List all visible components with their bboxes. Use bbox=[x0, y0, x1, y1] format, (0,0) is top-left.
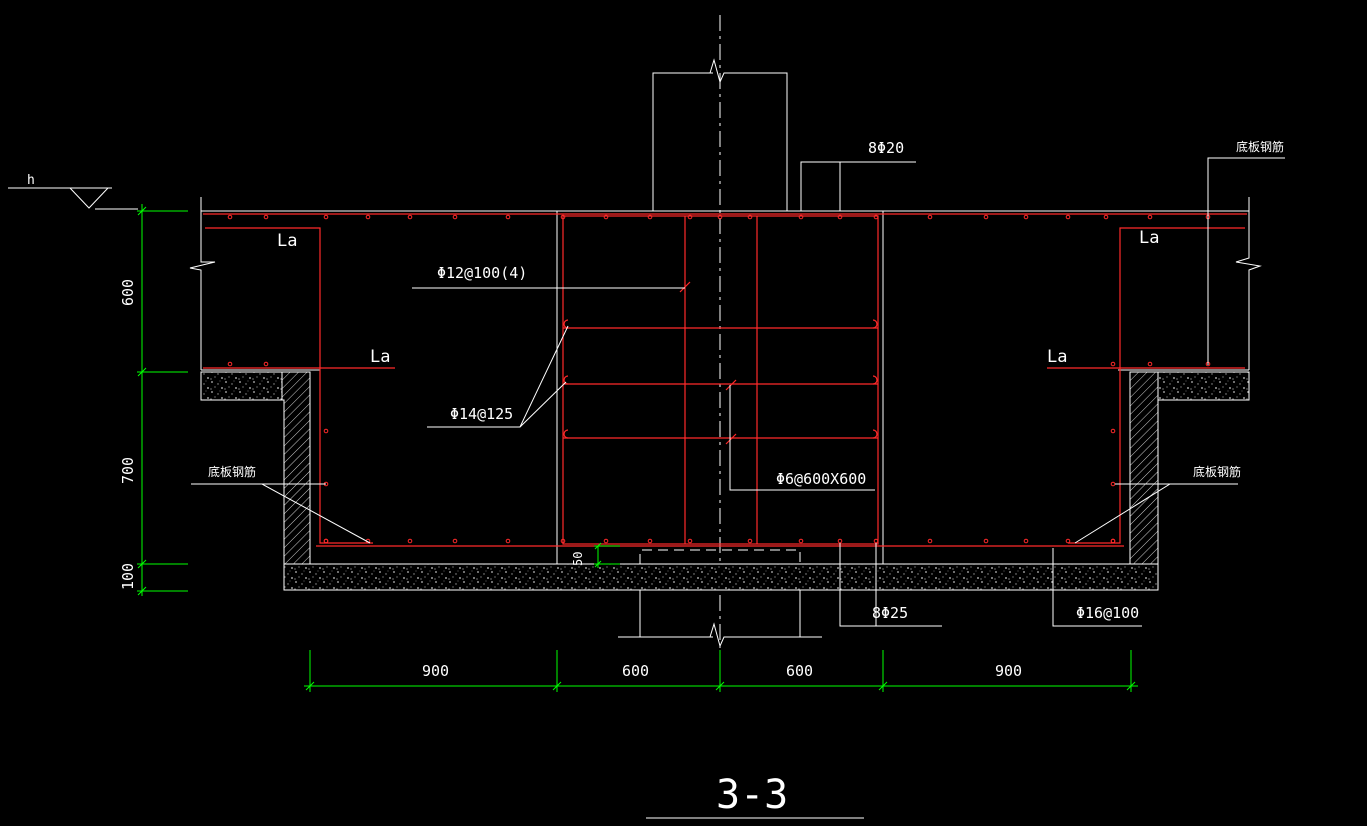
rebar-dot bbox=[1065, 538, 1071, 544]
rebar-dot bbox=[687, 214, 693, 220]
cover-dim-label: 50 bbox=[571, 552, 585, 566]
rebar-dot bbox=[1023, 538, 1029, 544]
rebar-dot bbox=[983, 214, 989, 220]
rebar-dot bbox=[227, 361, 233, 367]
rebar-dot bbox=[747, 214, 753, 220]
rebar-dot bbox=[837, 538, 843, 544]
rebar-dot bbox=[927, 538, 933, 544]
rebar bbox=[203, 213, 1247, 547]
slab-rebar-label-top-right: 底板钢筋 bbox=[1236, 139, 1284, 154]
dim-horizontal-600-right: 600 bbox=[786, 662, 813, 680]
rebar-dot bbox=[1147, 214, 1153, 220]
rebar-dot bbox=[505, 214, 511, 220]
rebar-dot bbox=[1103, 214, 1109, 220]
rebar-dot bbox=[452, 214, 458, 220]
rebar-dot bbox=[798, 538, 804, 544]
tie-bars-label: Φ6@600X600 bbox=[776, 470, 866, 488]
rebar-dot bbox=[747, 538, 753, 544]
dim-horizontal-900-left: 900 bbox=[422, 662, 449, 680]
rebar-dot bbox=[1023, 214, 1029, 220]
rebar-dot bbox=[323, 214, 329, 220]
rebar-dot bbox=[263, 214, 269, 220]
rebar-dot bbox=[717, 214, 723, 220]
rebar-dot bbox=[1110, 428, 1116, 434]
rebar-dot bbox=[560, 214, 566, 220]
gravel-bedding bbox=[200, 371, 1250, 591]
leader-lines bbox=[8, 157, 1285, 819]
rebar-dots bbox=[227, 214, 1211, 544]
dim-horizontal-900-right: 900 bbox=[995, 662, 1022, 680]
rebar-dot bbox=[407, 214, 413, 220]
la-label-mid-left: La bbox=[370, 347, 390, 367]
rebar-dot bbox=[323, 538, 329, 544]
rebar-dot bbox=[365, 214, 371, 220]
rebar-dot bbox=[323, 428, 329, 434]
rebar-dot bbox=[1110, 481, 1116, 487]
bottom-slab-bars-label: Φ16@100 bbox=[1076, 604, 1139, 622]
rebar-dot bbox=[603, 214, 609, 220]
dim-vertical-100: 100 bbox=[119, 563, 137, 590]
rebar-dot bbox=[407, 538, 413, 544]
rebar-dot bbox=[603, 538, 609, 544]
rebar-dot bbox=[647, 538, 653, 544]
top-bars-label: 8Φ20 bbox=[868, 139, 904, 157]
rebar-dot bbox=[1147, 361, 1153, 367]
la-label-top-left: La bbox=[277, 231, 297, 251]
water-level-label: h bbox=[27, 173, 35, 188]
dimension-lines bbox=[137, 204, 1138, 692]
la-label-top-right: La bbox=[1139, 228, 1159, 248]
rebar-dot bbox=[227, 214, 233, 220]
dim-vertical-700: 700 bbox=[119, 457, 137, 484]
hatched-walls bbox=[281, 371, 1159, 565]
dim-vertical-600: 600 bbox=[119, 279, 137, 306]
section-title: 3-3 bbox=[716, 772, 788, 818]
rebar-dot bbox=[263, 361, 269, 367]
rebar-dot bbox=[452, 538, 458, 544]
side-bars-label: Φ14@125 bbox=[450, 405, 513, 423]
rebar-dot bbox=[647, 214, 653, 220]
rebar-dot bbox=[927, 214, 933, 220]
bottom-bars-label: 8Φ25 bbox=[872, 604, 908, 622]
dim-horizontal-600-left: 600 bbox=[622, 662, 649, 680]
rebar-dot bbox=[687, 538, 693, 544]
la-label-mid-right: La bbox=[1047, 347, 1067, 367]
rebar-dot bbox=[1065, 214, 1071, 220]
rebar-dot bbox=[873, 538, 879, 544]
slab-rebar-label-right: 底板钢筋 bbox=[1193, 464, 1241, 479]
rebar-dot bbox=[1110, 538, 1116, 544]
slab-rebar-label-left: 底板钢筋 bbox=[208, 464, 256, 479]
rebar-dot bbox=[873, 214, 879, 220]
rebar-dot bbox=[983, 538, 989, 544]
stirrup-outer-label: Φ12@100(4) bbox=[437, 264, 527, 282]
concrete-outline bbox=[189, 15, 1262, 650]
rebar-dot bbox=[1110, 361, 1116, 367]
rebar-dot bbox=[560, 538, 566, 544]
annotations: h La La La La 8Φ20 底板钢筋 Φ12@100(4) Φ14@1… bbox=[27, 139, 1284, 818]
rebar-dot bbox=[505, 538, 511, 544]
rebar-dot bbox=[798, 214, 804, 220]
rebar-dot bbox=[837, 214, 843, 220]
